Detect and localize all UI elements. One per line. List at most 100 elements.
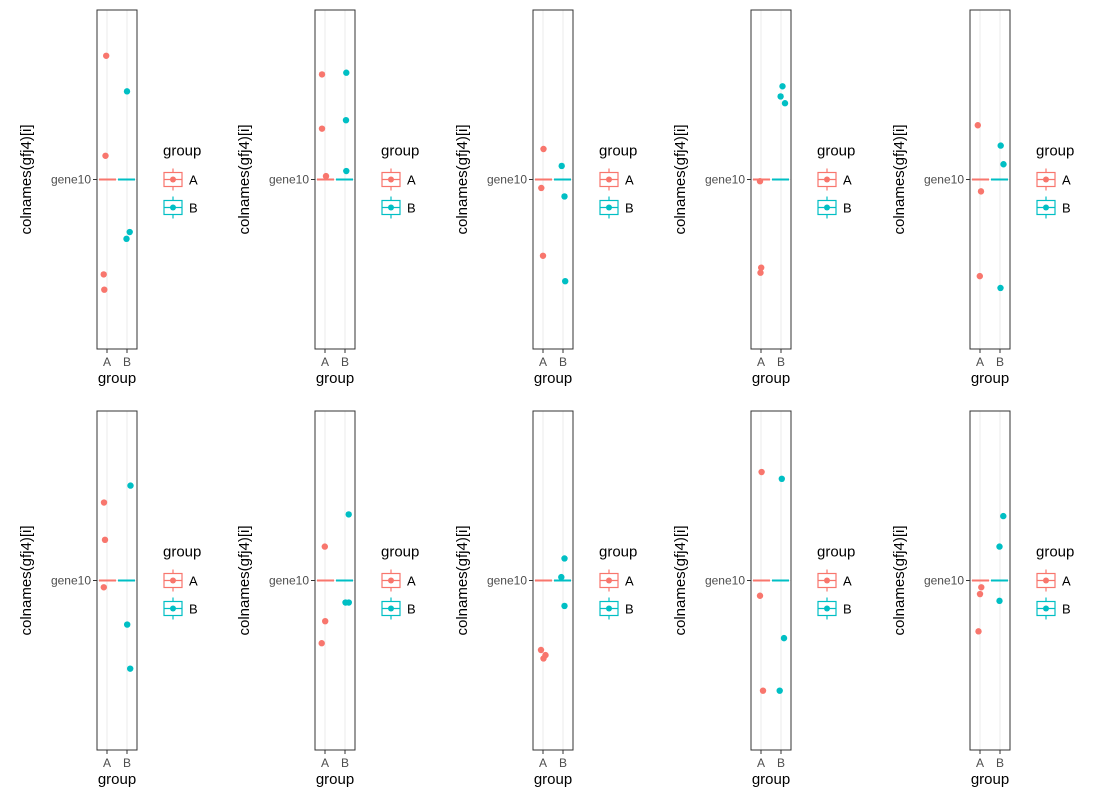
chart-3-legend-label-a: A [625,173,634,188]
chart-7-point-a-3 [318,640,325,647]
chart-9-point-a-3 [759,687,767,694]
chart-7-legend-key-a [381,569,401,592]
chart-4-point-a-2 [758,264,765,271]
chart-1-point-a-3 [100,271,107,278]
chart-7-legend-title: group [381,544,419,561]
chart-10-legend-label-a: A [1062,574,1071,589]
chart-4-x-axis-title: group [752,370,790,387]
chart-10-y-axis-title: colnames(gfj4)[i] [891,525,908,635]
chart-8-legend-key-a [599,569,619,592]
chart-3-x-tick-label-2: B [559,355,567,369]
chart-4-legend-point-b [824,204,830,211]
chart-6-legend-key-a [163,569,183,592]
chart-4-legend-label-b: B [843,201,852,216]
chart-5-point-b-2 [1000,161,1007,168]
chart-6-x-axis-title: group [98,771,136,788]
chart-7-point-b-1 [345,511,352,518]
chart-7-x-tick-label-1: A [321,756,329,770]
chart-10-legend-title: group [1036,544,1074,561]
chart-3-legend-label-b: B [625,201,634,216]
chart-10-point-a-3 [975,628,982,635]
chart-3-legend-key-a [599,168,619,191]
chart-5-legend-label-b: B [1062,201,1071,216]
chart-9-point-b-2 [780,634,788,642]
chart-3-legend-title: group [599,143,637,160]
chart-7-x-tick-label-2: B [341,756,349,770]
chart-10-legend-key-b [1036,597,1056,620]
chart-1-point-b-3 [126,228,133,236]
chart-2-point-a-1 [318,71,326,78]
chart-6-legend-label-a: A [189,574,198,589]
chart-4-legend-key-a [817,168,837,191]
chart-10-y-tick-label: gene10 [924,574,964,588]
chart-3-point-a-1 [540,145,547,153]
chart-1-legend-point-b [170,204,176,211]
chart-3-legend-point-a [606,176,612,183]
chart-9-legend-key-b [817,597,837,620]
chart-10-x-tick-label-2: B [996,756,1004,770]
chart-4-point-a-3 [757,269,764,276]
chart-3-x-axis-title: group [534,370,572,387]
chart-9-legend-point-b [824,605,830,612]
chart-5-legend-point-a [1043,176,1049,183]
chart-2-legend-label-a: A [407,173,416,188]
chart-5-point-b-3 [997,284,1004,292]
chart-4-x-tick-label-1: A [757,355,765,369]
chart-6-point-a-1 [100,499,108,506]
chart-2-x-tick-label-1: A [321,355,329,369]
chart-8-legend-label-b: B [625,602,634,617]
chart-8-y-tick-label: gene10 [487,574,527,588]
chart-3-point-b-3 [562,278,569,285]
chart-9-legend-point-a [824,577,830,584]
chart-8-x-tick-label-1: A [539,756,547,770]
chart-2-legend-key-a [381,168,401,191]
chart-5-point-b-1 [997,142,1004,149]
chart-8-point-b-2 [558,573,565,581]
chart-9-point-a-1 [758,468,765,476]
chart-9-legend-title: group [817,544,855,561]
chart-9-legend-label-b: B [843,602,852,617]
chart-7-y-axis-title: colnames(gfj4)[i] [236,525,253,635]
chart-1-x-axis-title: group [98,370,136,387]
chart-5-y-tick-label: gene10 [924,173,964,187]
chart-9-x-tick-label-1: A [757,756,765,770]
chart-6-point-b-2 [124,621,131,628]
chart-9-x-tick-label-2: B [777,756,785,770]
chart-6-point-a-3 [100,584,108,591]
chart-9-legend-key-a [817,569,837,592]
chart-6-legend-point-a [170,577,176,584]
chart-1-legend-title: group [163,143,201,160]
chart-9-point-b-3 [776,687,783,694]
chart-2-x-axis-title: group [316,370,354,387]
chart-7-legend-label-a: A [407,574,416,589]
chart-2-point-b-1 [343,69,350,76]
chart-7-point-a-1 [321,543,328,550]
chart-1-legend-key-b [163,196,183,219]
chart-4-point-a-1 [756,177,764,185]
chart-10-point-a-1 [978,584,985,591]
chart-6-point-a-2 [101,536,109,544]
chart-8-y-axis-title: colnames(gfj4)[i] [454,525,471,635]
chart-6-y-tick-label: gene10 [51,574,91,588]
chart-4-point-b-1 [779,83,786,90]
chart-5-legend-title: group [1036,143,1074,160]
chart-3-x-tick-label-1: A [539,355,547,369]
chart-3-y-axis-title: colnames(gfj4)[i] [454,124,471,234]
chart-6-x-tick-label-2: B [123,756,131,770]
chart-7-legend-key-b [381,597,401,620]
chart-8-legend-title: group [599,544,637,561]
chart-7-legend-label-b: B [407,602,416,617]
chart-10-point-b-2 [996,543,1003,550]
chart-5-legend-key-b [1036,196,1056,219]
chart-4-x-tick-label-2: B [777,355,785,369]
chart-7-point-b-3 [345,599,352,606]
chart-3-point-a-2 [538,184,545,192]
chart-7-y-tick-label: gene10 [269,574,309,588]
chart-8-legend-label-a: A [625,574,634,589]
